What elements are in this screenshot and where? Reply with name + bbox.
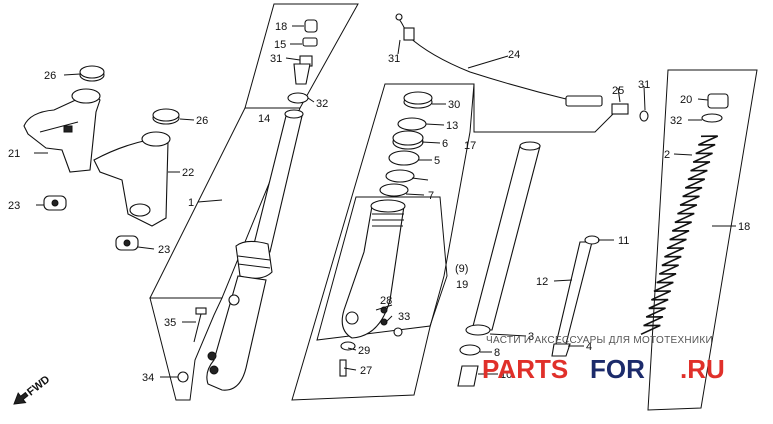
callout-2: 2 [664, 149, 670, 161]
callout-31: 31 [270, 53, 282, 65]
callout-25: 25 [612, 85, 624, 97]
callout-6: 6 [442, 138, 448, 150]
callout-19: 19 [456, 279, 468, 291]
damper-rod-12 [551, 235, 600, 357]
callout-29: 29 [358, 345, 370, 357]
callout-labels: 18 15 31 32 14 26 26 21 22 23 23 1 35 34… [8, 21, 750, 384]
frame-left-fork [149, 3, 359, 401]
callout-22: 22 [182, 167, 194, 179]
watermark-tagline: ЧАСТИ И АКСЕССУАРЫ ДЛЯ МОТОТЕХНИКИ [486, 335, 713, 346]
watermark-parts: PARTS [482, 354, 568, 384]
callout-3: 3 [528, 331, 534, 343]
callout-9: (9) [455, 263, 468, 275]
frame-cable [473, 84, 616, 133]
callout-27: 27 [360, 365, 372, 377]
callout-28: 28 [380, 295, 392, 307]
callout-26: 26 [44, 70, 56, 82]
clamp-23b [115, 235, 139, 251]
fork-leg-1 [206, 109, 304, 391]
callout-10: 10 [500, 369, 512, 381]
fwd-label: FWD [25, 374, 52, 399]
callout-11: 11 [618, 235, 629, 247]
callout-15: 15 [274, 39, 286, 51]
callout-5: 5 [434, 155, 440, 167]
seal-stack [379, 91, 433, 197]
callout-35: 35 [164, 317, 176, 329]
callout-24: 24 [508, 49, 520, 61]
callout-32-b: 32 [670, 115, 682, 127]
bolt-35 [193, 307, 207, 343]
fork-top-bridge-21 [23, 88, 101, 173]
fork-tube [457, 141, 541, 387]
callout-7: 7 [428, 190, 434, 202]
frame-center-slider [291, 83, 475, 401]
watermark-ru: .RU [680, 354, 725, 384]
spring-coil [640, 135, 719, 336]
clamp-23a [43, 195, 67, 211]
callout-12: 12 [536, 276, 548, 288]
callout-21: 21 [8, 148, 20, 160]
rubber-grommet-26b [152, 108, 180, 125]
fork-lower-bridge-22 [93, 131, 171, 227]
callout-32: 32 [316, 98, 328, 110]
callout-18-b: 18 [738, 221, 750, 233]
callout-8: 8 [494, 347, 500, 359]
fork-slider-19 [341, 199, 406, 339]
small-parts-center [339, 318, 403, 377]
callout-30: 30 [448, 99, 460, 111]
fwd-arrow: FWD [13, 374, 52, 405]
drain-bolt-34 [177, 371, 189, 383]
frame-right-spring [647, 69, 758, 411]
rubber-grommet-26a [79, 65, 105, 82]
callout-14: 14 [258, 113, 270, 125]
callout-13: 13 [446, 120, 458, 132]
watermark: ЧАСТИ И АКСЕССУАРЫ ДЛЯ МОТОТЕХНИКИ PARTS… [482, 335, 725, 384]
callout-34: 34 [142, 372, 154, 384]
fork-spring-2 [640, 135, 719, 336]
callout-31-c: 31 [638, 79, 650, 91]
speedometer-cable-24 [395, 13, 649, 122]
callout-20: 20 [680, 94, 692, 106]
callout-33: 33 [398, 311, 410, 323]
callout-17: 17 [464, 140, 476, 152]
callout-23: 23 [8, 200, 20, 212]
callout-1: 1 [188, 197, 194, 209]
cap-bolt-20 [701, 93, 729, 123]
cap-parts-top [287, 19, 318, 104]
watermark-for: FOR [590, 354, 645, 384]
callout-31-b: 31 [388, 53, 400, 65]
callout-18: 18 [275, 21, 287, 33]
callout-4: 4 [586, 341, 592, 353]
callout-26-b: 26 [196, 115, 208, 127]
leader-lines [34, 25, 736, 378]
callout-23-b: 23 [158, 244, 170, 256]
